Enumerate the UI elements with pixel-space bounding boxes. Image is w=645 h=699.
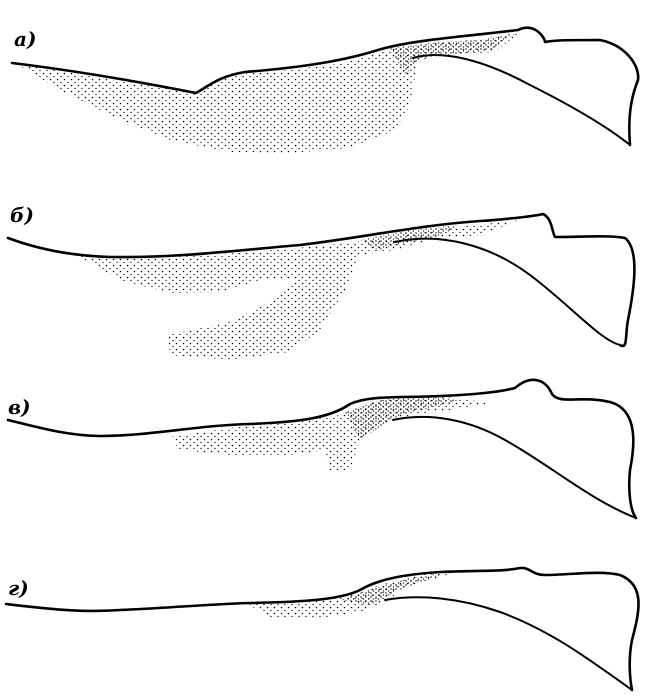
panel-c-stippled-zone (170, 395, 490, 470)
panel-a-inner-contour (413, 55, 630, 145)
panel-d-label: г) (8, 576, 29, 600)
panel-b: б) (8, 203, 634, 360)
panel-a-label: а) (14, 27, 36, 51)
panel-c-inner-contour (393, 417, 636, 518)
panel-b-inner-contour (395, 239, 620, 345)
panel-c: в) (8, 380, 636, 518)
panel-b-label: б) (10, 203, 34, 227)
panel-c-label: в) (8, 395, 31, 419)
panel-d-outline (6, 568, 639, 690)
panel-a: а) (12, 27, 638, 153)
panel-d: г) (6, 568, 639, 690)
panel-d-inner-contour (385, 597, 632, 690)
